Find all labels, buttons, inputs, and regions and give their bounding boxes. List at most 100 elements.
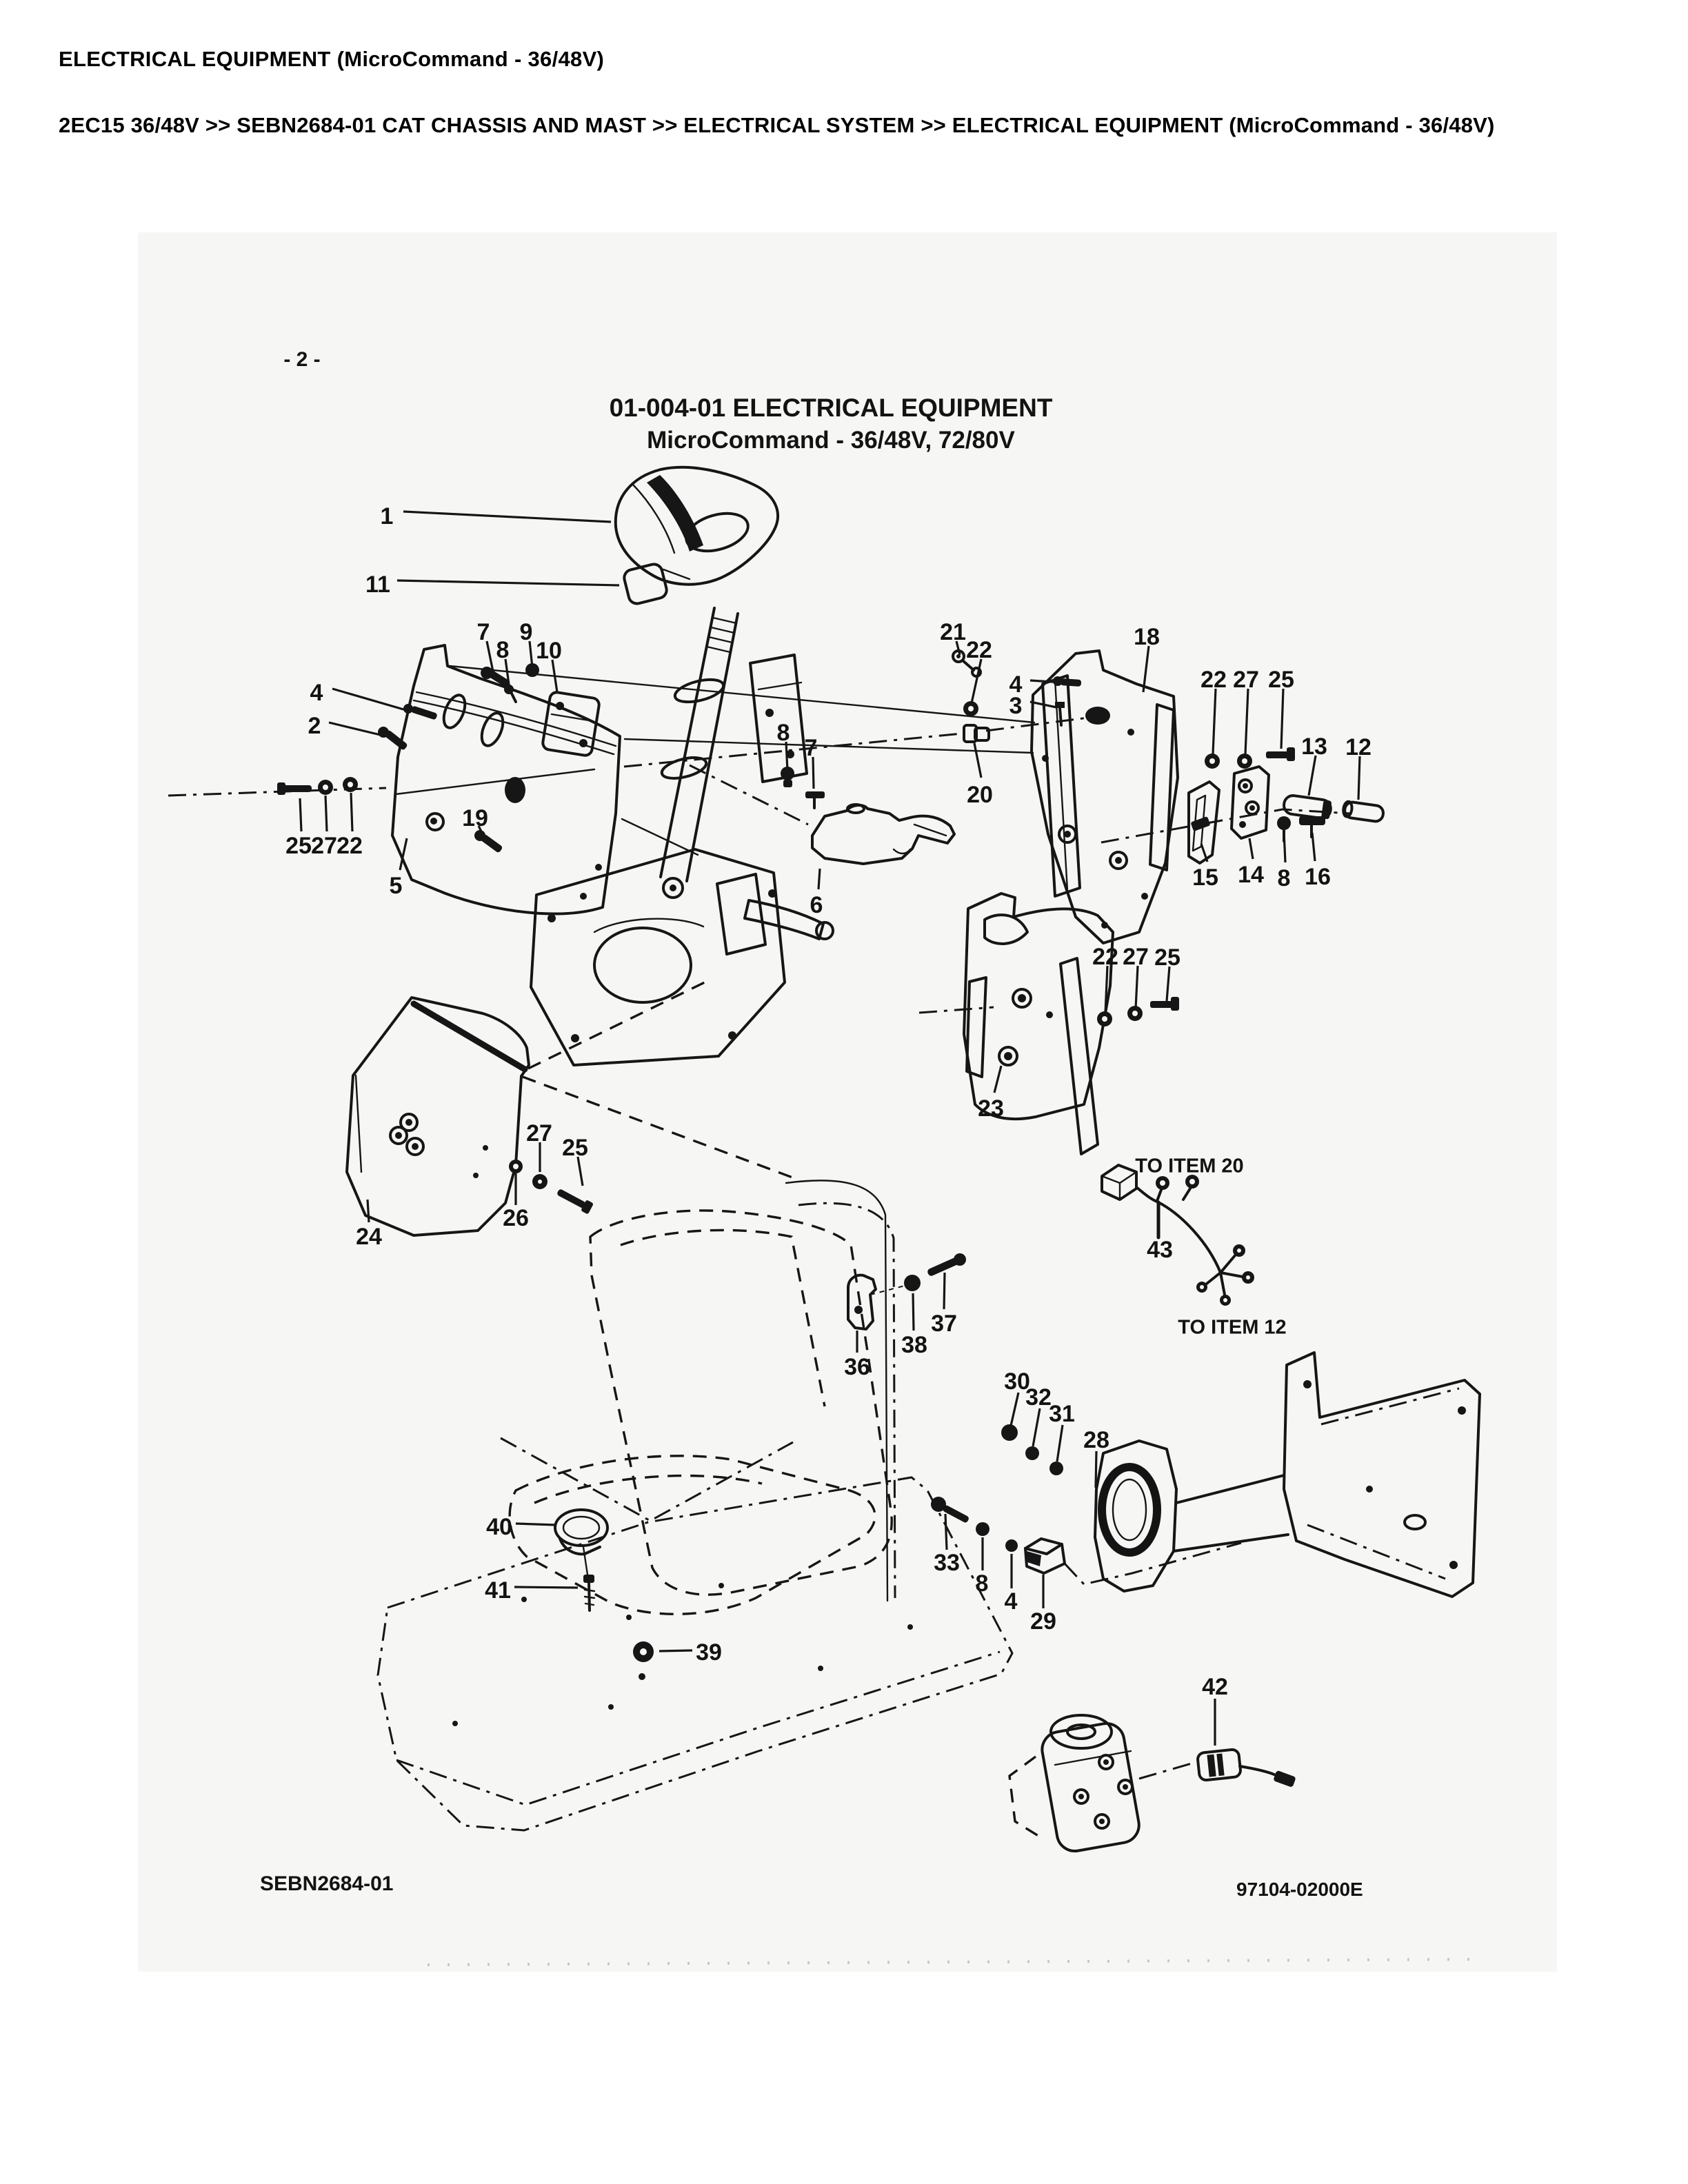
doc-number-left: SEBN2684-01 xyxy=(260,1872,393,1895)
callout-leader xyxy=(970,658,983,704)
callout-leader xyxy=(396,579,620,587)
callout-leader xyxy=(1248,838,1254,860)
part-39-grommet xyxy=(633,1641,654,1680)
callout-30: 30 xyxy=(1004,1368,1030,1395)
callout-leader xyxy=(1056,1424,1064,1462)
callout-15: 15 xyxy=(1192,865,1218,891)
callout-leader xyxy=(812,756,815,789)
callout-leader xyxy=(1165,966,1171,1002)
callout-28: 28 xyxy=(1083,1427,1109,1453)
callout-leader xyxy=(943,1272,946,1310)
callout-leader xyxy=(299,798,303,832)
steering-column xyxy=(659,607,808,899)
part-5-left-cover xyxy=(391,644,621,916)
callout-13: 13 xyxy=(1301,734,1327,760)
scanned-parts-diagram: - 2 - 01-004-01 ELECTRICAL EQUIPMENT Mic… xyxy=(138,232,1557,1972)
fasteners-upper xyxy=(277,649,1295,853)
callout-4: 4 xyxy=(1005,1588,1018,1615)
callout-leader xyxy=(1307,755,1317,796)
callout-leader xyxy=(366,1199,370,1223)
callout-leader xyxy=(1142,645,1150,693)
callout-leader xyxy=(1134,965,1139,1009)
callout-2: 2 xyxy=(308,713,321,739)
callout-leader xyxy=(1244,688,1249,755)
callout-leader xyxy=(576,1156,584,1186)
annotation-layer: TO ITEM 20 TO ITEM 12 xyxy=(1135,1155,1286,1338)
callout-leader xyxy=(504,658,511,690)
breadcrumb: 2EC15 36/48V >> SEBN2684-01 CAT CHASSIS … xyxy=(59,113,1495,137)
callout-leader xyxy=(485,640,494,672)
seat xyxy=(508,1209,893,1616)
callout-21: 21 xyxy=(940,619,966,645)
callout-22: 22 xyxy=(336,833,363,859)
floor-plate xyxy=(376,1476,1014,1832)
callout-leader xyxy=(973,742,983,778)
callout-18: 18 xyxy=(1134,624,1160,650)
callout-37: 37 xyxy=(931,1311,957,1337)
page-title: ELECTRICAL EQUIPMENT (MicroCommand - 36/… xyxy=(59,47,605,71)
callout-23: 23 xyxy=(978,1095,1004,1122)
callout-25: 25 xyxy=(1268,667,1294,693)
callout-leader xyxy=(944,1513,948,1550)
callout-7: 7 xyxy=(805,735,818,761)
callout-25: 25 xyxy=(1154,944,1180,971)
callout-24: 24 xyxy=(356,1224,382,1250)
callout-leader xyxy=(515,1522,556,1526)
part-36-bracket xyxy=(847,1253,966,1331)
callout-19: 19 xyxy=(462,805,488,831)
callout-43: 43 xyxy=(1147,1237,1173,1263)
callout-27: 27 xyxy=(311,833,337,859)
part-6-horn-bracket xyxy=(811,803,956,865)
figure-title-line2: MicroCommand - 36/48V, 72/80V xyxy=(647,427,1015,454)
callout-27: 27 xyxy=(1123,944,1149,970)
callout-leader xyxy=(659,1649,693,1652)
callout-36: 36 xyxy=(844,1354,870,1380)
callout-40: 40 xyxy=(486,1514,512,1540)
callout-14: 14 xyxy=(1238,862,1264,888)
callout-42: 42 xyxy=(1202,1674,1228,1700)
callout-leader xyxy=(1283,831,1287,863)
callout-8: 8 xyxy=(496,637,510,663)
callout-leader xyxy=(1029,700,1057,709)
callout-22: 22 xyxy=(1092,944,1118,970)
callout-7: 7 xyxy=(477,619,490,645)
exploded-view-figure: - 2 - 01-004-01 ELECTRICAL EQUIPMENT Mic… xyxy=(168,348,1483,1966)
callout-4: 4 xyxy=(310,680,323,706)
annotation-to-item-12: TO ITEM 12 xyxy=(1178,1316,1286,1338)
callout-12: 12 xyxy=(1345,734,1372,760)
callout-31: 31 xyxy=(1049,1401,1075,1427)
part-29-switch xyxy=(1024,1537,1066,1575)
callout-leader xyxy=(1104,965,1109,1014)
callout-leader xyxy=(528,640,534,668)
callout-leader xyxy=(477,825,485,836)
callout-leader xyxy=(328,721,387,738)
callout-5: 5 xyxy=(390,873,403,899)
callout-leader xyxy=(1357,756,1361,800)
annotation-to-item-20: TO ITEM 20 xyxy=(1135,1155,1243,1177)
callout-leader xyxy=(1009,1392,1020,1426)
callout-leader xyxy=(1311,832,1316,862)
callout-8: 8 xyxy=(1278,865,1291,891)
doc-number-right: 97104-02000E xyxy=(1236,1879,1363,1900)
callout-10: 10 xyxy=(536,638,562,664)
callout-8: 8 xyxy=(976,1570,989,1597)
part-24-rear-cover xyxy=(345,996,594,1237)
callout-leader xyxy=(403,510,612,523)
part-28-bracket-assembly xyxy=(931,1351,1481,1598)
callout-8: 8 xyxy=(777,720,790,746)
callout-41: 41 xyxy=(485,1577,511,1604)
callout-leader xyxy=(1032,1408,1041,1447)
callout-25: 25 xyxy=(285,833,312,859)
part-1-column-cover xyxy=(614,465,779,586)
callout-25: 25 xyxy=(562,1135,588,1161)
callout-leader xyxy=(350,792,354,832)
callout-9: 9 xyxy=(520,619,533,645)
callout-11: 11 xyxy=(365,572,390,598)
part-42-sensor xyxy=(1196,1748,1296,1787)
callout-leader xyxy=(1212,688,1217,755)
part-40-knob xyxy=(554,1508,609,1576)
callout-26: 26 xyxy=(503,1205,529,1231)
callout-leader xyxy=(399,838,408,871)
callout-leader xyxy=(1280,688,1285,749)
